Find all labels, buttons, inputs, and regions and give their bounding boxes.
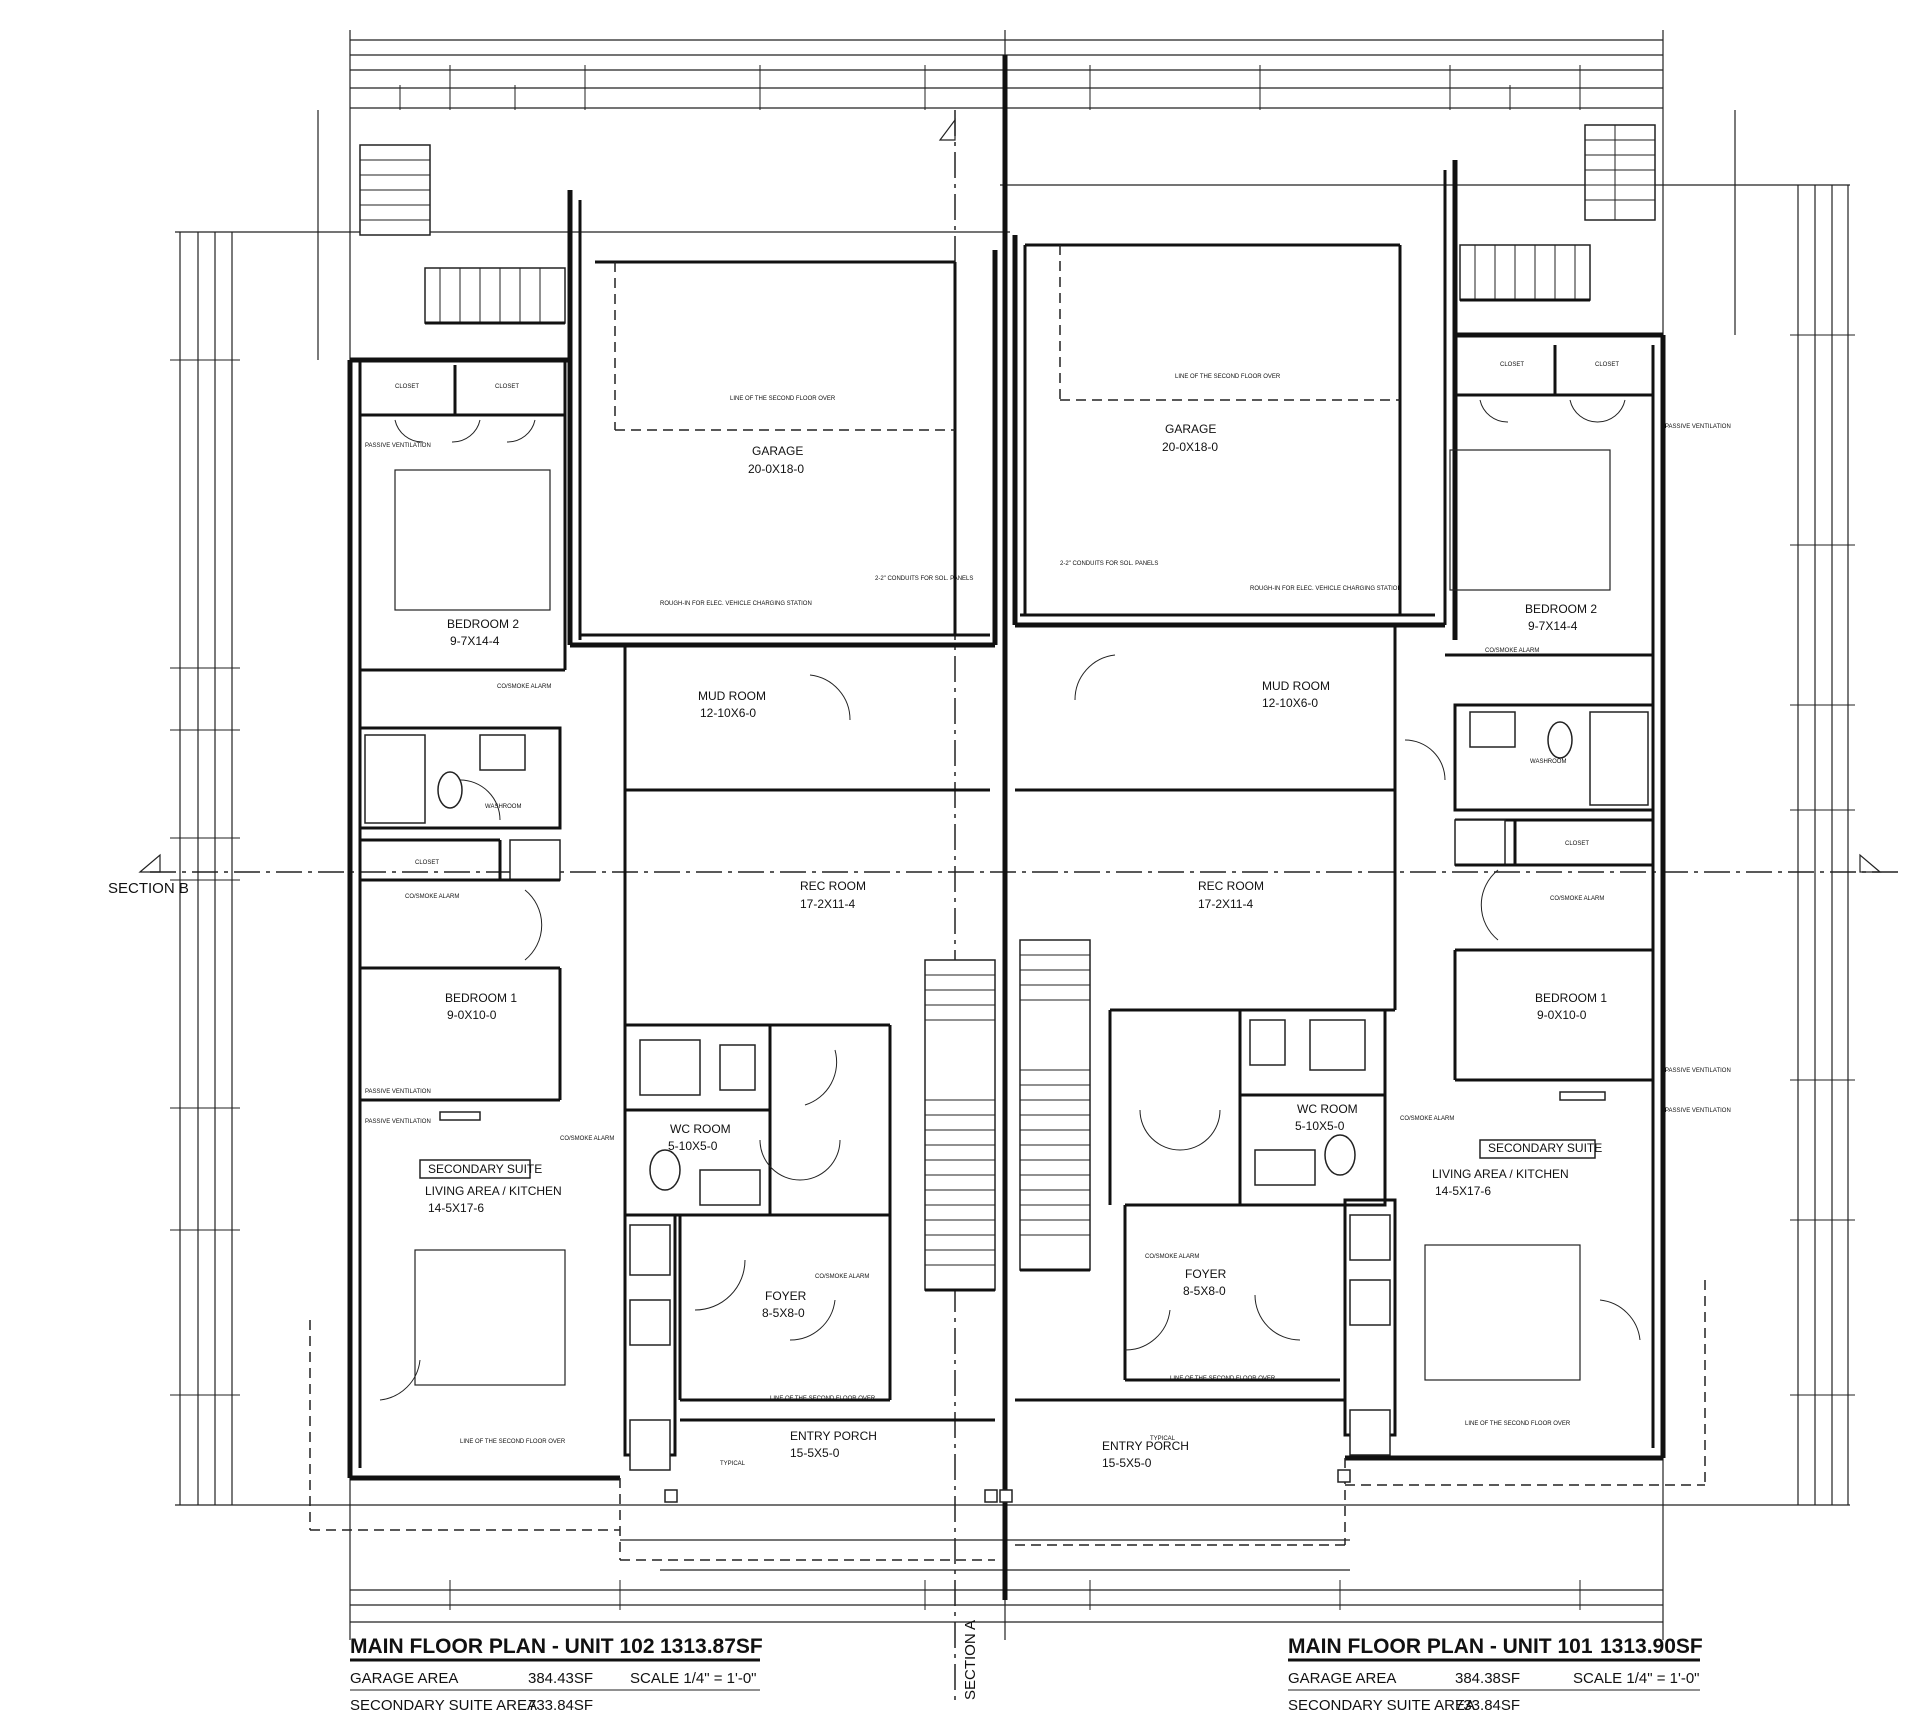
conduits-note: 2-2" CONDUITS FOR SOL. PANELS bbox=[1060, 561, 1158, 567]
u102-scale: SCALE 1/4" = 1'-0" bbox=[630, 1670, 757, 1687]
u101-mud-room-label: MUD ROOM bbox=[1262, 679, 1330, 693]
u101-wc-room-label: WC ROOM bbox=[1297, 1102, 1358, 1116]
closet-label: CLOSET bbox=[1500, 362, 1524, 368]
closet-label: CLOSET bbox=[1565, 841, 1589, 847]
second-floor-line-label: LINE OF THE SECOND FLOOR OVER bbox=[1465, 1421, 1571, 1427]
passive-vent-label: PASSIVE VENTILATION bbox=[365, 1089, 431, 1095]
unit-101-title-block: MAIN FLOOR PLAN - UNIT 101 1313.90SF GAR… bbox=[1288, 1635, 1703, 1714]
smoke-alarm-label: CO/SMOKE ALARM bbox=[1485, 648, 1539, 654]
u101-bedroom1-dim: 9-0X10-0 bbox=[1537, 1008, 1587, 1022]
u102-bedroom1-dim: 9-0X10-0 bbox=[447, 1008, 497, 1022]
u101-foyer-dim: 8-5X8-0 bbox=[1183, 1284, 1226, 1298]
conduits-note: 2-2" CONDUITS FOR SOL. PANELS bbox=[875, 576, 973, 582]
section-lines bbox=[138, 110, 1900, 1700]
u101-plan-area: 1313.90SF bbox=[1600, 1635, 1703, 1658]
u102-mud-room-dim: 12-10X6-0 bbox=[700, 706, 756, 720]
ev-charging-note: ROUGH-IN FOR ELEC. VEHICLE CHARGING STAT… bbox=[1250, 586, 1402, 592]
passive-vent-label: PASSIVE VENTILATION bbox=[1665, 424, 1731, 430]
u101-rec-room-label: REC ROOM bbox=[1198, 879, 1264, 893]
passive-vent-label: PASSIVE VENTILATION bbox=[365, 1119, 431, 1125]
u102-living-dim: 14-5X17-6 bbox=[428, 1201, 484, 1215]
u101-bedroom2-dim: 9-7X14-4 bbox=[1528, 619, 1578, 633]
u102-bedroom2-dim: 9-7X14-4 bbox=[450, 634, 500, 648]
second-floor-line-label: LINE OF THE SECOND FLOOR OVER bbox=[730, 396, 836, 402]
unit-102-title-block: MAIN FLOOR PLAN - UNIT 102 1313.87SF GAR… bbox=[350, 1635, 763, 1714]
u101-bedroom1-label: BEDROOM 1 bbox=[1535, 991, 1607, 1005]
washroom-label: WASHROOM bbox=[1530, 759, 1566, 765]
u101-foyer-label: FOYER bbox=[1185, 1267, 1227, 1281]
unit-102-plan bbox=[309, 144, 998, 1561]
smoke-alarm-label: CO/SMOKE ALARM bbox=[1400, 1116, 1454, 1122]
smoke-alarm-label: CO/SMOKE ALARM bbox=[405, 894, 459, 900]
washroom-label: WASHROOM bbox=[485, 804, 521, 810]
u102-entry-porch-dim: 15-5X5-0 bbox=[790, 1446, 840, 1460]
u101-entry-porch-label: ENTRY PORCH bbox=[1102, 1439, 1189, 1453]
annotations: CLOSET CLOSET CLOSET CLOSET CLOSET CLOSE… bbox=[365, 362, 1731, 1467]
u101-mud-room-dim: 12-10X6-0 bbox=[1262, 696, 1318, 710]
u102-bedroom2-label: BEDROOM 2 bbox=[447, 617, 519, 631]
passive-vent-label: PASSIVE VENTILATION bbox=[1665, 1108, 1731, 1114]
u102-foyer-label: FOYER bbox=[765, 1289, 807, 1303]
typical-note-label: TYPICAL bbox=[1150, 1436, 1176, 1442]
closet-label: CLOSET bbox=[495, 384, 519, 390]
u101-rec-room-dim: 17-2X11-4 bbox=[1198, 897, 1253, 911]
u102-suite-area-value: 733.84SF bbox=[528, 1697, 593, 1714]
u101-scale: SCALE 1/4" = 1'-0" bbox=[1573, 1670, 1700, 1687]
u102-foyer-dim: 8-5X8-0 bbox=[762, 1306, 805, 1320]
u102-rec-room-label: REC ROOM bbox=[800, 879, 866, 893]
u101-garage-dim: 20-0X18-0 bbox=[1162, 440, 1218, 454]
section-b-label: SECTION B bbox=[108, 880, 189, 897]
u102-plan-title: MAIN FLOOR PLAN - UNIT 102 bbox=[350, 1635, 655, 1658]
u102-wc-room-dim: 5-10X5-0 bbox=[668, 1139, 718, 1153]
u102-mud-room-label: MUD ROOM bbox=[698, 689, 766, 703]
u102-secondary-suite-label: SECONDARY SUITE bbox=[428, 1162, 542, 1176]
u101-living-label: LIVING AREA / KITCHEN bbox=[1432, 1167, 1569, 1181]
section-a-label: SECTION A bbox=[962, 1620, 979, 1700]
closet-label: CLOSET bbox=[1595, 362, 1619, 368]
u102-garage-dim: 20-0X18-0 bbox=[748, 462, 804, 476]
u101-bedroom2-label: BEDROOM 2 bbox=[1525, 602, 1597, 616]
u102-bedroom1-label: BEDROOM 1 bbox=[445, 991, 517, 1005]
u101-garage-area-value: 384.38SF bbox=[1455, 1670, 1520, 1687]
u101-wc-room-dim: 5-10X5-0 bbox=[1295, 1119, 1345, 1133]
second-floor-line-label: LINE OF THE SECOND FLOOR OVER bbox=[1175, 374, 1281, 380]
u101-plan-title: MAIN FLOOR PLAN - UNIT 101 bbox=[1288, 1635, 1593, 1658]
side-dimension-lines bbox=[170, 110, 1855, 1506]
typical-note-label: TYPICAL bbox=[720, 1461, 746, 1467]
u102-garage-area-label: GARAGE AREA bbox=[350, 1670, 458, 1687]
smoke-alarm-label: CO/SMOKE ALARM bbox=[497, 684, 551, 690]
u102-entry-porch-label: ENTRY PORCH bbox=[790, 1429, 877, 1443]
unit-102-room-labels: GARAGE 20-0X18-0 MUD ROOM 12-10X6-0 BEDR… bbox=[425, 444, 877, 1460]
smoke-alarm-label: CO/SMOKE ALARM bbox=[560, 1136, 614, 1142]
u101-garage-area-label: GARAGE AREA bbox=[1288, 1670, 1396, 1687]
passive-vent-label: PASSIVE VENTILATION bbox=[1665, 1068, 1731, 1074]
unit-101-plan bbox=[999, 124, 1706, 1546]
u101-living-dim: 14-5X17-6 bbox=[1435, 1184, 1491, 1198]
second-floor-line-label: LINE OF THE SECOND FLOOR OVER bbox=[460, 1439, 566, 1445]
smoke-alarm-label: CO/SMOKE ALARM bbox=[815, 1274, 869, 1280]
second-floor-line-label: LINE OF THE SECOND FLOOR OVER bbox=[1170, 1376, 1276, 1382]
u101-secondary-suite-label: SECONDARY SUITE bbox=[1488, 1141, 1602, 1155]
second-floor-line-label: LINE OF THE SECOND FLOOR OVER bbox=[770, 1396, 876, 1402]
closet-label: CLOSET bbox=[395, 384, 419, 390]
u101-suite-area-label: SECONDARY SUITE AREA bbox=[1288, 1697, 1475, 1714]
smoke-alarm-label: CO/SMOKE ALARM bbox=[1145, 1254, 1199, 1260]
u102-garage-label: GARAGE bbox=[752, 444, 803, 458]
u102-living-label: LIVING AREA / KITCHEN bbox=[425, 1184, 562, 1198]
u101-garage-label: GARAGE bbox=[1165, 422, 1216, 436]
u101-entry-porch-dim: 15-5X5-0 bbox=[1102, 1456, 1152, 1470]
passive-vent-label: PASSIVE VENTILATION bbox=[365, 443, 431, 449]
u101-suite-area-value: 733.84SF bbox=[1455, 1697, 1520, 1714]
u102-wc-room-label: WC ROOM bbox=[670, 1122, 731, 1136]
closet-label: CLOSET bbox=[415, 860, 439, 866]
u102-plan-area: 1313.87SF bbox=[660, 1635, 763, 1658]
u102-suite-area-label: SECONDARY SUITE AREA bbox=[350, 1697, 537, 1714]
u102-rec-room-dim: 17-2X11-4 bbox=[800, 897, 855, 911]
unit-101-room-labels: GARAGE 20-0X18-0 MUD ROOM 12-10X6-0 BEDR… bbox=[1102, 422, 1607, 1470]
u102-garage-area-value: 384.43SF bbox=[528, 1670, 593, 1687]
ev-charging-note: ROUGH-IN FOR ELEC. VEHICLE CHARGING STAT… bbox=[660, 601, 812, 607]
smoke-alarm-label: CO/SMOKE ALARM bbox=[1550, 896, 1604, 902]
